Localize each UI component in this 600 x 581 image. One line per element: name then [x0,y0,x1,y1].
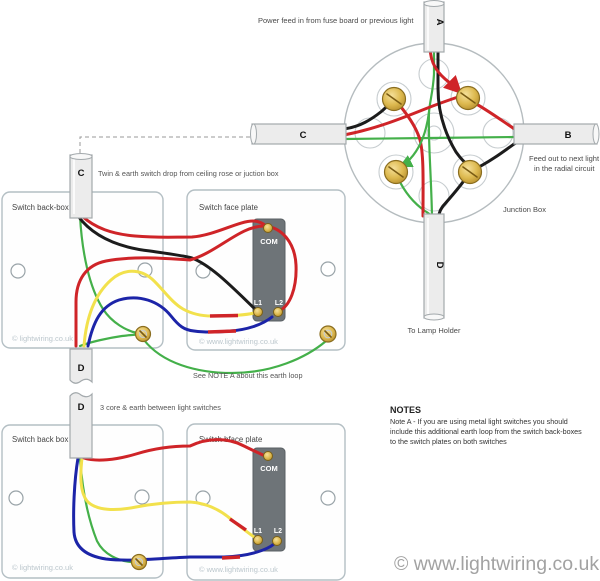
watermark-text: © www.lightwiring.co.uk [199,565,278,574]
jb-terminal-switched-live [381,86,407,112]
jb-terminal-live [455,85,481,111]
junction-box-label: Junction Box [503,205,546,214]
notes-line1: Note A - If you are using metal light sw… [390,417,568,426]
three-core-note: 3 core & earth between light switches [100,403,221,412]
conduit-c-drop-opening [69,153,93,160]
wire-3core-red-to-com [82,438,267,462]
notes-title: NOTES [390,405,421,415]
conduit-d-jb-label: D [434,262,445,269]
switch2-l2-screw [272,536,282,546]
switch1-face-plate-label: Switch face plate [199,203,258,212]
conduit-a-label: A [434,19,445,26]
switch2-l1-label: L1 [254,528,262,535]
conduit-d-lower-label: D [78,402,85,413]
conduit-c-jb-label: C [300,130,307,141]
switch2-mechanism [252,447,286,552]
conduit-d-upper-label: D [78,363,85,374]
screw-hole [320,490,336,506]
switch2-com-label: COM [260,464,278,473]
conduit-d-upper [69,348,93,384]
wire-switched-return-black [76,214,258,312]
conduit-b [513,123,598,145]
red-sleeve-blue [221,555,241,560]
wire-live-to-com [80,214,268,239]
site-watermark: © www.lightwiring.co.uk [394,553,599,575]
dashed-connector-line [79,136,252,153]
wire-live-feed-in [428,44,463,95]
junction-box-center-hole [426,125,442,141]
switch2-l2-label: L2 [274,528,282,535]
labels: Power feed in from fuse board or previou… [78,16,600,575]
terminal-ring [452,154,488,190]
see-note-a-label: See NOTE A about this earth loop [193,371,303,380]
conduit-d-opening [423,313,445,321]
terminal-ring [376,81,412,117]
jb-terminal-earth [383,159,409,185]
red-sleeve-blue [207,329,237,334]
red-sleeve-yellow [209,313,239,318]
earth-terminal-backbox1 [134,325,152,343]
earth-terminal-backbox2 [130,553,148,571]
watermark-text: © www.lightwiring.co.uk [199,337,278,346]
jb-terminal-neutral [457,159,483,185]
notes-line2: include this additional earth loop from … [390,427,582,436]
terminals [130,85,483,571]
screw-hole [10,263,26,279]
to-lamp-holder-label: To Lamp Holder [408,326,461,335]
power-feed-label: Power feed in from fuse board or previou… [258,16,414,25]
junction-box-boss [418,180,450,212]
switch1-l2-screw [273,307,283,317]
red-sleeve-yellow [229,517,247,532]
notes-line3: to the switch plates on both switches [390,437,507,446]
switch1-back-box-label: Switch back-box [12,203,69,212]
watermark-text: © lightwiring.co.uk [12,563,73,572]
conduit-c-opening [250,123,257,145]
switch1-l1-label: L1 [254,300,262,307]
feed-out-label-line1: Feed out to next light [529,154,600,163]
conduit-b-label: B [565,130,572,141]
switch1-l2-label: L2 [275,300,283,307]
switch1-group: Switch back-box Switch face plate © ligh… [1,189,346,351]
terminal-ring [378,154,414,190]
switch1-com-screw [263,223,273,233]
conduit-b-opening [592,123,600,145]
switch1-com-label: COM [260,237,278,246]
feed-out-label-line2: in the radial circuit [534,164,595,173]
screw-hole [8,490,24,506]
screw-hole [320,261,336,277]
twin-earth-drop-note: Twin & earth switch drop from ceiling ro… [98,169,279,178]
wire-live-switchdrop [342,94,463,137]
screw-hole [134,489,150,505]
switch2-l1-screw [253,535,263,545]
wire-3core-red-arc [74,224,298,348]
switch1-wires [74,214,298,348]
earth-terminal-faceplate1 [319,325,337,343]
wire-neutral-to-lamp [437,173,470,218]
wire-earth-switchdrop-to-out [342,135,518,141]
wire-earth-loop-note-a [142,338,328,375]
conduit-c-drop-label: C [78,168,85,179]
junction-box-center [413,112,455,154]
watermark-text: © lightwiring.co.uk [12,334,73,343]
switch2-back-box-label: Switch back box [12,435,68,444]
wire-switched-live-to-lamp [395,100,425,218]
conduits [69,0,600,459]
switch1-l1-screw [253,307,263,317]
switch2-com-screw [263,451,273,461]
conduit-d-lower [69,392,93,459]
conduit-a-opening [423,0,445,7]
